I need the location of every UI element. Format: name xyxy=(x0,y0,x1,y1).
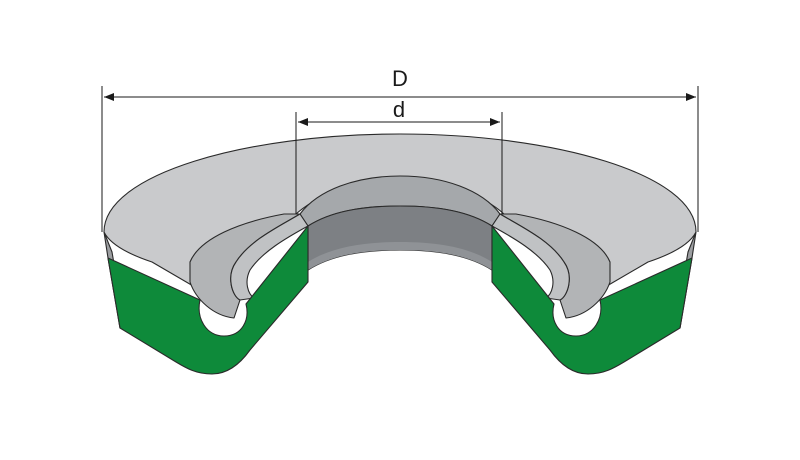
label-D: D xyxy=(392,66,408,91)
label-d: d xyxy=(393,97,405,122)
bore-lower xyxy=(308,242,492,270)
cross-section-right xyxy=(491,225,693,375)
bore-shadow xyxy=(307,205,493,271)
cross-section-left xyxy=(107,225,309,375)
lip-inner-left xyxy=(230,213,309,301)
lip-inner-right xyxy=(491,213,570,301)
